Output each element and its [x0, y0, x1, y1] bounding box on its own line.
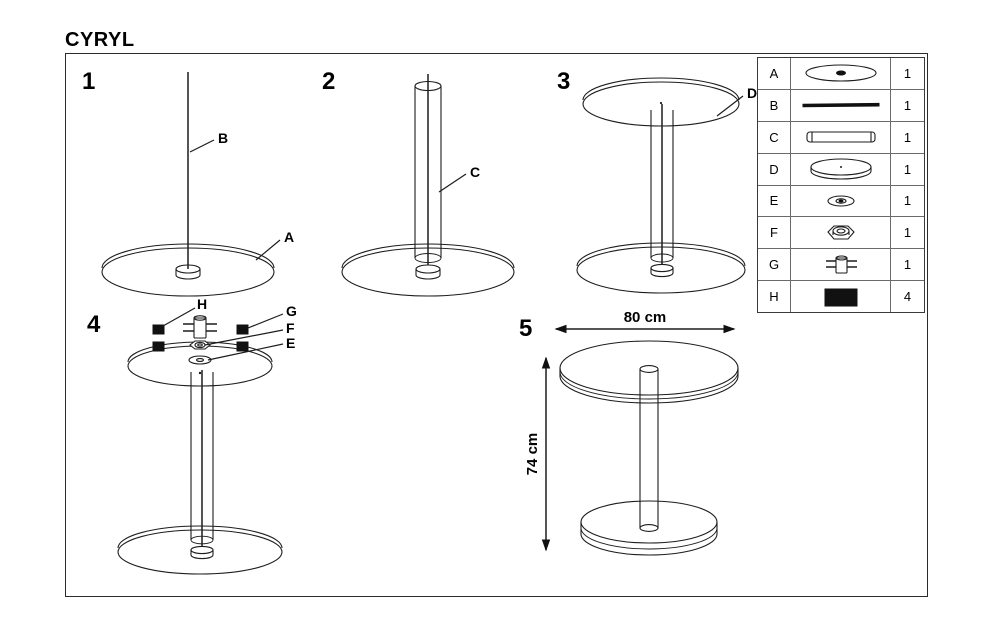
label-d: D [747, 85, 757, 101]
part-qty: 1 [903, 225, 912, 241]
step-number-1: 1 [82, 68, 96, 95]
leader-line-e [207, 343, 284, 361]
table-row: B 1 [758, 89, 924, 122]
step-5-illustration [541, 324, 739, 556]
height-dimension-label: 74 cm [524, 433, 541, 476]
horizontal-tube-icon [791, 121, 891, 153]
part-code: F [758, 217, 791, 249]
label-c: C [470, 164, 480, 180]
hex-nut-icon [791, 217, 891, 249]
label-h: H [197, 296, 207, 312]
table-row: C 1 [758, 121, 924, 154]
table-row: A 1 [758, 58, 924, 90]
part-qty: 1 [903, 161, 912, 177]
part-code: A [758, 58, 791, 89]
label-e: E [286, 335, 295, 351]
part-code: D [758, 153, 791, 185]
leader-line-b [189, 139, 215, 153]
step-1-labels: B A [218, 130, 294, 245]
table-base [580, 500, 718, 556]
table-row: H 4 [758, 281, 924, 312]
width-dimension-arrow [554, 324, 736, 334]
part-f-hex-nut [189, 340, 211, 350]
rubber-pad-icon [791, 281, 891, 312]
part-code: C [758, 121, 791, 153]
step-3-labels: D [747, 85, 757, 101]
step-number-2: 2 [322, 68, 336, 95]
part-h-rubber-pads [152, 324, 249, 352]
part-d-top-disc [582, 77, 740, 127]
part-qty: 1 [903, 129, 912, 145]
label-b: B [218, 130, 228, 146]
part-code: B [758, 89, 791, 121]
wing-bolt-icon [791, 249, 891, 281]
label-f: F [286, 320, 295, 336]
step-number-3: 3 [557, 68, 571, 95]
leader-line-f [204, 329, 284, 346]
leader-line-d [716, 95, 744, 117]
part-qty: 1 [903, 193, 912, 209]
base-hub [650, 263, 674, 278]
part-code: G [758, 249, 791, 281]
part-qty: 4 [903, 289, 912, 305]
thin-rod-icon [791, 89, 891, 121]
step-3-illustration [576, 77, 746, 294]
base-hub [190, 545, 214, 560]
table-row: F 1 [758, 217, 924, 250]
part-qty: 1 [903, 257, 912, 273]
step-1-illustration [101, 72, 281, 297]
part-qty: 1 [903, 97, 912, 113]
width-dimension-label: 80 cm [624, 309, 667, 326]
leader-line-g [247, 313, 284, 329]
part-a-base-disc [117, 525, 283, 575]
part-qty: 1 [903, 65, 912, 81]
step-2-illustration [341, 74, 515, 297]
page-title: CYRYL [65, 29, 135, 51]
label-a: A [284, 229, 294, 245]
parts-table: A 1 B 1 C [757, 57, 925, 313]
table-row: E 1 [758, 185, 924, 218]
part-e-washer [188, 355, 212, 365]
part-c-tube [414, 80, 442, 263]
table-row: D 1 [758, 153, 924, 186]
disc-ellipse-with-center-hole-icon [791, 58, 891, 89]
thick-disc-icon [791, 153, 891, 185]
step-4-labels: H G F E [197, 296, 297, 351]
table-top [559, 340, 739, 404]
diagram-frame [65, 53, 928, 597]
step-2-labels: C [470, 164, 480, 180]
leader-line-h [162, 307, 196, 327]
table-row: G 1 [758, 249, 924, 282]
label-g: G [286, 303, 297, 319]
step-number-5: 5 [519, 315, 533, 342]
part-g-wing-bolt [183, 315, 217, 339]
step-4-illustration [117, 307, 284, 575]
part-code: H [758, 281, 791, 312]
part-a-base-disc [576, 242, 746, 294]
leader-line-c [438, 173, 467, 193]
step-5-dimension-labels: 80 cm 74 cm [524, 309, 667, 476]
part-code: E [758, 185, 791, 217]
step-number-4: 4 [87, 311, 101, 338]
leader-line-a [255, 239, 281, 261]
height-dimension-arrow [541, 356, 551, 552]
washer-icon [791, 185, 891, 217]
base-hub [415, 264, 441, 280]
